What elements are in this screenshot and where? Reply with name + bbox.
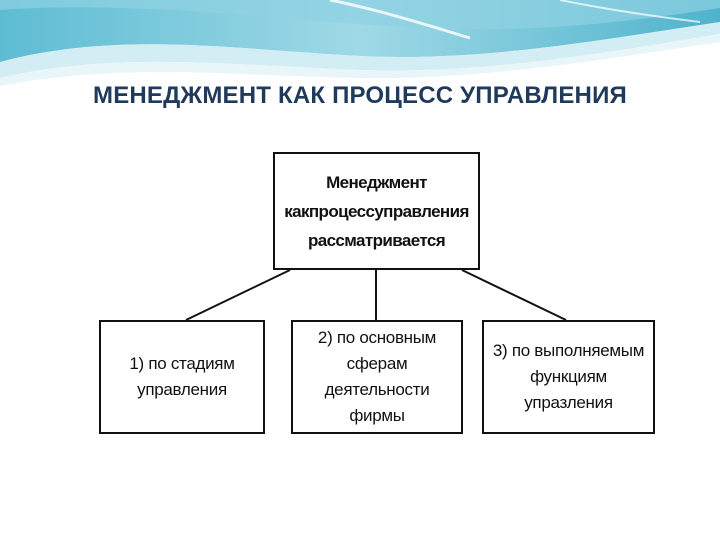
diagram-child-box-spheres: 2) по основным сферам деятельности фирмы xyxy=(291,320,463,434)
diagram-child-box-stages: 1) по стадиям управления xyxy=(99,320,265,434)
connector-root-to-box-1 xyxy=(186,270,290,320)
diagram-root-box: Менеджмент какпроцессуправления рассматр… xyxy=(273,152,480,270)
connector-root-to-box-3 xyxy=(462,270,566,320)
diagram-child-box-functions: 3) по выполняемым функциям упразления xyxy=(482,320,655,434)
